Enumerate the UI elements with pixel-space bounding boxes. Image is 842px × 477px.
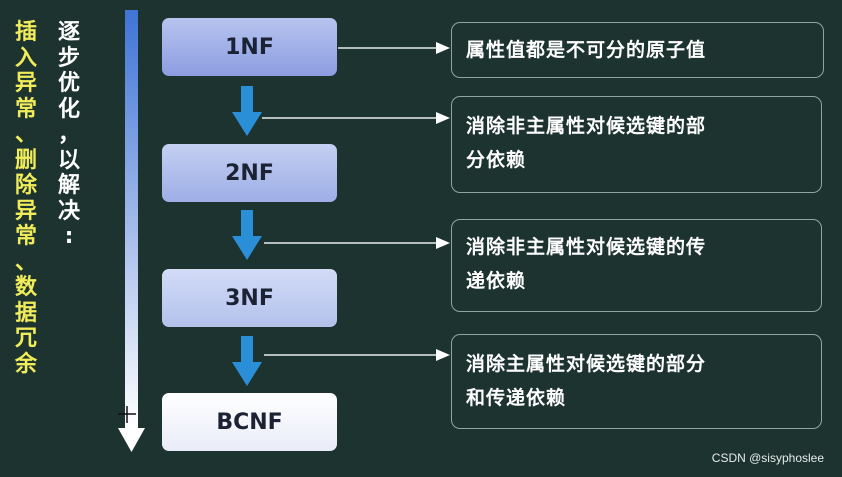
connector-arrowhead	[436, 112, 450, 124]
level-box-2nf: 2NF	[162, 144, 337, 202]
level-label: 3NF	[225, 285, 274, 311]
description-line: 消除主属性对候选键的部分	[466, 353, 707, 375]
description-box-3nf: 消除非主属性对候选键的传 递依赖	[451, 219, 822, 312]
left-label-char: 除	[14, 173, 37, 198]
left-label-char: 删	[14, 147, 37, 173]
down-arrow-icon	[232, 336, 262, 386]
level-label: 1NF	[225, 34, 274, 60]
description-line: 分依赖	[466, 149, 527, 171]
down-arrow-icon	[232, 210, 262, 260]
left-label-char: 插	[14, 20, 37, 45]
left-label-char: 常	[14, 224, 37, 249]
left-label-char: 、	[14, 249, 37, 275]
description-box-bcnf: 消除主属性对候选键的部分 和传递依赖	[451, 334, 822, 429]
middle-label-char: 解	[57, 173, 80, 198]
level-box-3nf: 3NF	[162, 269, 337, 327]
middle-label-char: 逐	[57, 20, 80, 45]
left-label-char: 冗	[14, 326, 37, 351]
middle-vertical-label: 逐 步 优 化 ， 以 解 决 :	[55, 20, 83, 250]
middle-label-char: ，	[57, 122, 80, 147]
middle-label-char: :	[64, 224, 74, 249]
progression-arrow	[118, 10, 145, 452]
level-box-1nf: 1NF	[162, 18, 337, 76]
level-label: BCNF	[216, 409, 283, 435]
left-label-char: 数	[14, 275, 37, 300]
middle-label-char: 以	[57, 147, 80, 173]
description-box-2nf: 消除非主属性对候选键的部 分依赖	[451, 96, 822, 193]
description-line: 消除非主属性对候选键的传	[466, 236, 707, 258]
left-label-char: 入	[14, 45, 37, 71]
middle-label-char: 优	[57, 71, 80, 96]
left-label-char: 余	[14, 351, 37, 377]
left-label-char: 据	[14, 300, 37, 326]
middle-label-char: 化	[57, 96, 80, 122]
level-label: 2NF	[225, 160, 274, 186]
middle-label-char: 步	[57, 45, 80, 71]
watermark: CSDN @sisyphoslee	[711, 451, 824, 465]
left-label-char: 、	[14, 122, 37, 147]
description-line: 递依赖	[466, 270, 527, 292]
connector-arrowhead	[436, 237, 450, 249]
left-label-char: 异	[14, 198, 37, 224]
description-line: 和传递依赖	[466, 387, 567, 409]
left-label-char: 异	[14, 71, 37, 96]
down-arrow-icon	[232, 86, 262, 136]
middle-label-char: 决	[57, 198, 80, 224]
description-text: 属性值都是不可分的原子值	[466, 39, 707, 61]
level-box-bcnf: BCNF	[162, 393, 337, 451]
connector-arrowhead	[436, 42, 450, 54]
description-box-1nf: 属性值都是不可分的原子值	[451, 22, 824, 78]
description-line: 消除非主属性对候选键的部	[466, 115, 707, 137]
left-label-char: 常	[14, 96, 37, 122]
connector-arrowhead	[436, 349, 450, 361]
left-vertical-label: 插 入 异 常 、 删 除 异 常 、 数 据 冗 余	[12, 20, 40, 377]
